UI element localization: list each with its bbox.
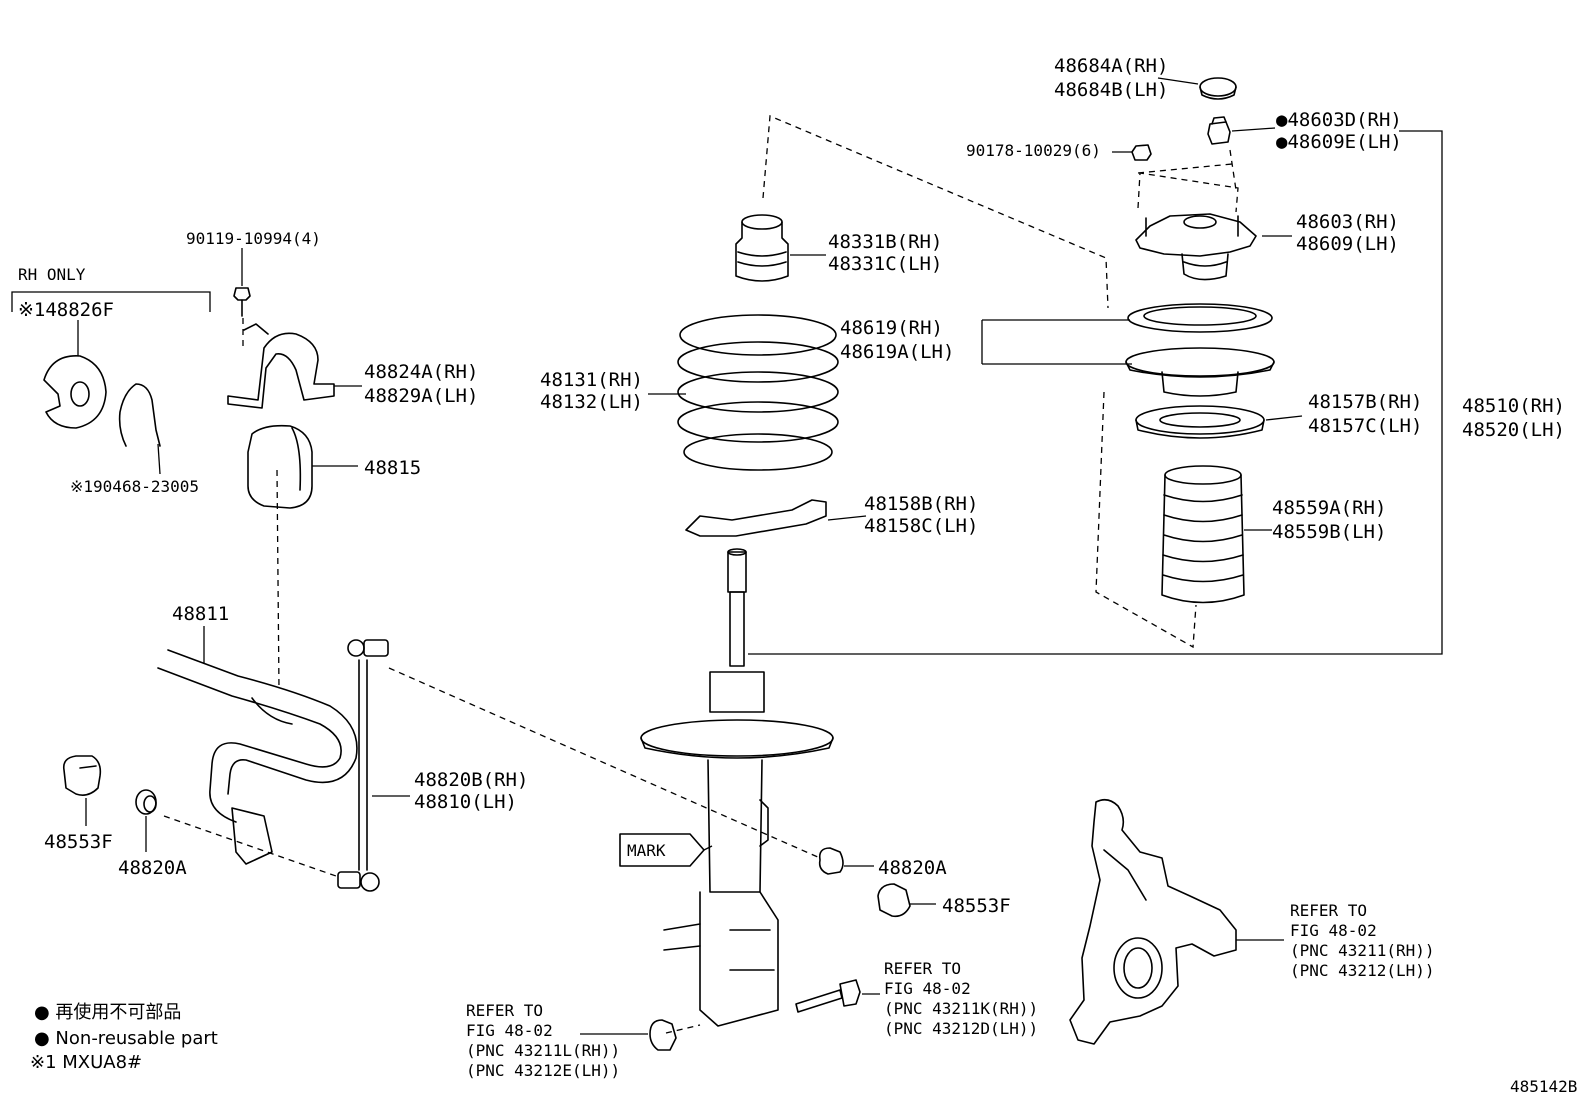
label-48510: 48510(RH) [1462,395,1565,417]
label-48619a: 48619A(LH) [840,341,954,363]
link-nut-right-part [877,883,911,918]
label-48331b: 48331B(RH) [828,231,942,253]
label-90119: 90119-10994(4) [186,229,321,248]
cover-plate-part [43,355,107,429]
refer-bolt-line3: (PNC 43211K(RH)) [884,999,1038,1018]
knuckle-nut-part [649,1019,677,1051]
label-48619: 48619(RH) [840,317,943,339]
label-48829a: 48829A(LH) [364,385,478,407]
link-bushing-right-part [818,847,844,875]
label-48826f: ※148826F [18,299,114,321]
label-48824a: 48824A(RH) [364,361,478,383]
refer-knuckle-line4: (PNC 43212(LH)) [1290,961,1435,980]
label-48559a: 48559A(RH) [1272,497,1386,519]
refer-bolt: REFER TO FIG 48-02 (PNC 43211K(RH)) (PNC… [884,959,1038,1038]
spring-insulator-part [1125,303,1275,397]
label-48811: 48811 [172,603,229,625]
shock-absorber-part [640,548,834,1027]
link-nut-left-part [62,755,102,796]
label-90468: ※190468-23005 [70,477,199,496]
label-48132: 48132(LH) [540,391,643,413]
legend: ● 再使用不可部品 ● Non-reusable part ※1 MXUA8# [30,1002,218,1073]
refer-knuckle-line1: REFER TO [1290,901,1367,920]
steering-knuckle-part [1069,798,1237,1045]
refer-nut-line1: REFER TO [466,1001,543,1020]
legend-line1: ● 再使用不可部品 [34,1002,181,1023]
link-bushing-left-part [135,789,157,815]
label-48609e: ●48609E(LH) [1276,131,1402,153]
refer-nut: REFER TO FIG 48-02 (PNC 43211L(RH)) (PNC… [466,1001,620,1080]
mark-label: MARK [619,833,705,867]
label-48815: 48815 [364,457,421,479]
lower-insulator-part [685,499,827,537]
label-48131: 48131(RH) [540,369,643,391]
label-48520: 48520(LH) [1462,419,1565,441]
figure-id: 485142B [1510,1077,1577,1096]
dust-boot-part [1161,465,1245,604]
stabilizer-link-part [337,639,389,892]
clip-part [118,383,161,447]
label-48603: 48603(RH) [1296,211,1399,233]
dust-cap-part [1199,77,1237,100]
bar-bracket-part [227,323,335,409]
part-labels: 48684A(RH) 48684B(LH) ●48603D(RH) ●48609… [18,55,1565,917]
label-48810: 48810(LH) [414,791,517,813]
stabilizer-bar-part [157,649,358,865]
knuckle-bolt-part [795,979,861,1013]
bracket-bolt-part [233,287,251,317]
label-48820a-right: 48820A [878,857,947,879]
refer-knuckle: REFER TO FIG 48-02 (PNC 43211(RH)) (PNC … [1290,901,1435,980]
upper-support-part [1135,213,1257,281]
label-48158c: 48158C(LH) [864,515,978,537]
rh-only-bracket [11,291,211,312]
refer-bolt-line2: FIG 48-02 [884,979,971,998]
label-48553f-left: 48553F [44,831,113,853]
mount-nut-part [1131,144,1152,161]
label-rh-only: RH ONLY [18,265,86,284]
label-48158b: 48158B(RH) [864,493,978,515]
bump-stopper-part [735,214,789,282]
dashed-guide-lines [163,115,1239,1034]
refer-bolt-line1: REFER TO [884,959,961,978]
label-48820b: 48820B(RH) [414,769,528,791]
strut-assembly-bracket [748,130,1443,655]
label-48609: 48609(LH) [1296,233,1399,255]
refer-bolt-line4: (PNC 43212D(LH)) [884,1019,1038,1038]
legend-line3: ※1 MXUA8# [30,1052,142,1073]
refer-nut-line4: (PNC 43212E(LH)) [466,1061,620,1080]
spring-seat-part [1135,405,1265,439]
bar-bushing-part [247,424,313,509]
refer-nut-line3: (PNC 43211L(RH)) [466,1041,620,1060]
top-nut-part [1207,116,1231,145]
coil-spring-part [677,314,839,471]
label-48553f-right: 48553F [942,895,1011,917]
label-48331c: 48331C(LH) [828,253,942,275]
refer-nut-line2: FIG 48-02 [466,1021,553,1040]
label-90178: 90178-10029(6) [966,141,1101,160]
label-48157c: 48157C(LH) [1308,415,1422,437]
label-48684a: 48684A(RH) [1054,55,1168,77]
refer-knuckle-line2: FIG 48-02 [1290,921,1377,940]
label-48559b: 48559B(LH) [1272,521,1386,543]
label-48684b: 48684B(LH) [1054,79,1168,101]
mark-text: MARK [627,841,666,860]
label-48603d: ●48603D(RH) [1276,109,1402,131]
legend-line2: ● Non-reusable part [34,1028,218,1049]
label-48820a-left: 48820A [118,857,187,879]
label-48157b: 48157B(RH) [1308,391,1422,413]
refer-knuckle-line3: (PNC 43211(RH)) [1290,941,1435,960]
